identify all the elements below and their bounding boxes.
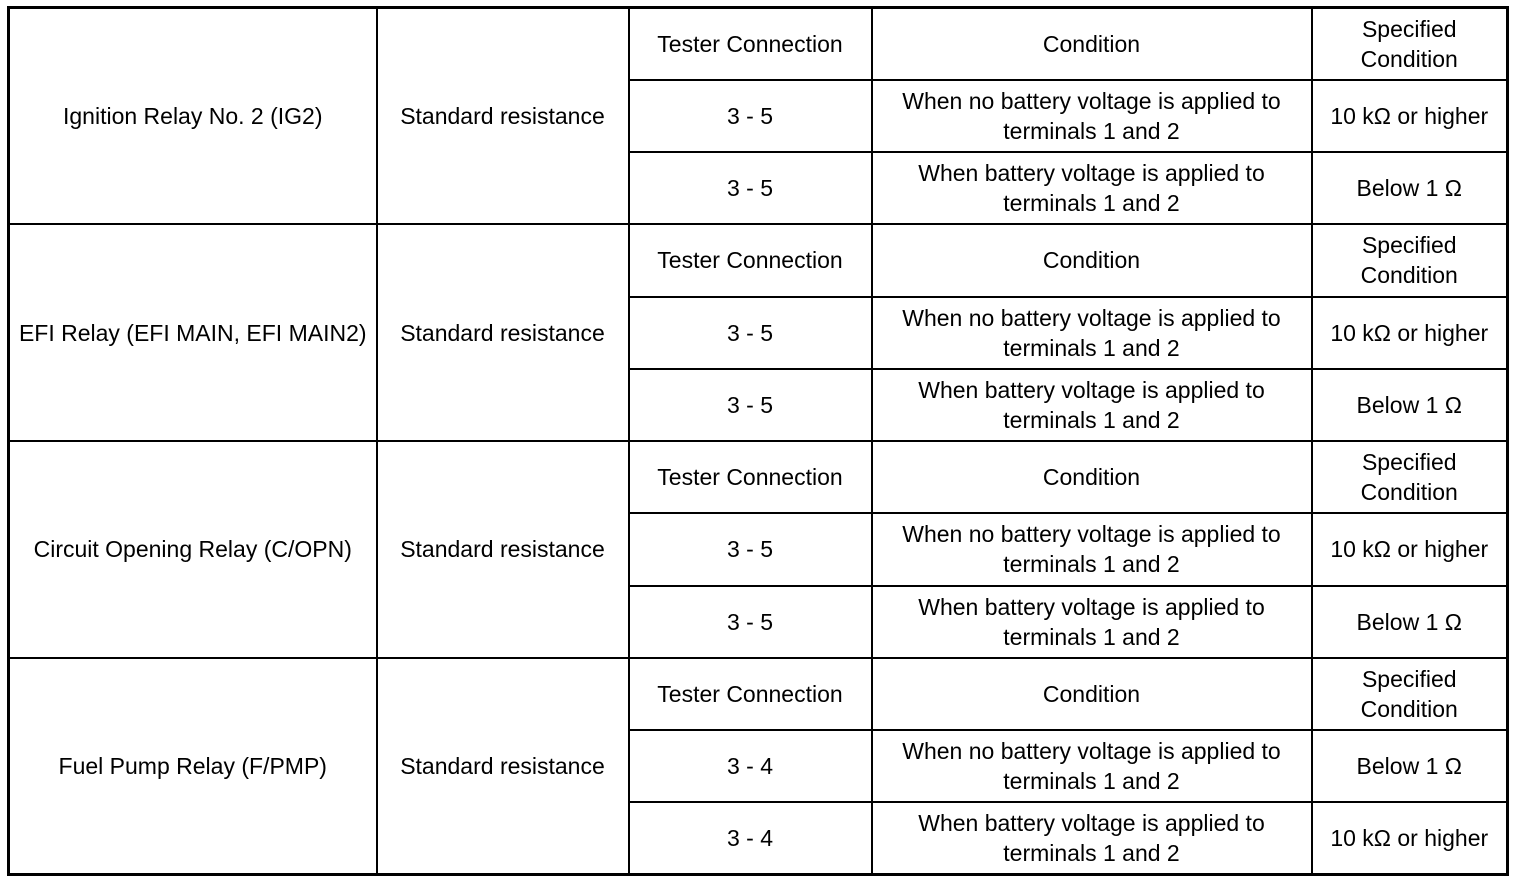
specified-condition-cell: 10 kΩ or higher: [1310, 78, 1509, 154]
header-condition: Condition: [870, 223, 1313, 298]
table-row: 3 - 5 When battery voltage is applied to…: [9, 150, 1509, 226]
condition-cell: When battery voltage is applied to termi…: [870, 367, 1313, 443]
tester-connection-cell: 3 - 4: [627, 728, 873, 804]
header-tester-connection: Tester Connection: [627, 439, 873, 515]
header-specified-condition: Specified Condition: [1310, 6, 1509, 81]
table-row: 3 - 5 When no battery voltage is applied…: [9, 78, 1509, 154]
table-row: 3 - 5 When battery voltage is applied to…: [9, 584, 1509, 659]
tester-connection-cell: 3 - 5: [627, 512, 873, 587]
table-row: 3 - 4 When no battery voltage is applied…: [9, 728, 1509, 804]
header-specified-condition: Specified Condition: [1310, 439, 1509, 515]
table-row: 3 - 5 When battery voltage is applied to…: [9, 367, 1509, 443]
specified-condition-cell: 10 kΩ or higher: [1310, 801, 1509, 876]
specified-condition-cell: Below 1 Ω: [1310, 584, 1509, 659]
tester-connection-cell: 3 - 5: [627, 150, 873, 226]
relay-name-cell: Circuit Opening Relay (C/OPN): [7, 440, 378, 659]
table-row: 3 - 5 When no battery voltage is applied…: [9, 295, 1509, 370]
header-specified-condition: Specified Condition: [1310, 223, 1509, 298]
test-type-cell: Standard resistance: [375, 6, 630, 226]
tester-connection-cell: 3 - 4: [627, 801, 873, 876]
relay-name-cell: Fuel Pump Relay (F/PMP): [7, 656, 378, 876]
condition-cell: When no battery voltage is applied to te…: [870, 295, 1313, 370]
header-tester-connection: Tester Connection: [627, 223, 873, 298]
relay-name-cell: Ignition Relay No. 2 (IG2): [7, 6, 378, 226]
header-tester-connection: Tester Connection: [627, 656, 873, 732]
relay-name-cell: EFI Relay (EFI MAIN, EFI MAIN2): [7, 223, 378, 442]
condition-cell: When no battery voltage is applied to te…: [870, 512, 1313, 587]
specified-condition-cell: Below 1 Ω: [1310, 367, 1509, 443]
test-type-cell: Standard resistance: [375, 440, 630, 659]
tester-connection-cell: 3 - 5: [627, 584, 873, 659]
header-tester-connection: Tester Connection: [627, 6, 873, 81]
condition-cell: When battery voltage is applied to termi…: [870, 150, 1313, 226]
header-condition: Condition: [870, 656, 1313, 732]
condition-cell: When no battery voltage is applied to te…: [870, 78, 1313, 154]
group-header-row: Fuel Pump Relay (F/PMP) Standard resista…: [7, 656, 1509, 876]
tester-connection-cell: 3 - 5: [627, 78, 873, 154]
group-header-row: EFI Relay (EFI MAIN, EFI MAIN2) Standard…: [7, 223, 1509, 442]
specified-condition-cell: 10 kΩ or higher: [1310, 512, 1509, 587]
condition-cell: When no battery voltage is applied to te…: [870, 728, 1313, 804]
tester-connection-cell: 3 - 5: [627, 367, 873, 443]
test-type-cell: Standard resistance: [375, 656, 630, 876]
specified-condition-cell: Below 1 Ω: [1310, 728, 1509, 804]
specified-condition-cell: Below 1 Ω: [1310, 150, 1509, 226]
test-type-cell: Standard resistance: [375, 223, 630, 442]
relay-resistance-table: Ignition Relay No. 2 (IG2) Standard resi…: [7, 6, 1509, 876]
header-specified-condition: Specified Condition: [1310, 656, 1509, 732]
table-row: 3 - 4 When battery voltage is applied to…: [9, 801, 1509, 876]
table-row: 3 - 5 When no battery voltage is applied…: [9, 512, 1509, 587]
condition-cell: When battery voltage is applied to termi…: [870, 801, 1313, 876]
tester-connection-cell: 3 - 5: [627, 295, 873, 370]
specified-condition-cell: 10 kΩ or higher: [1310, 295, 1509, 370]
header-condition: Condition: [870, 6, 1313, 81]
condition-cell: When battery voltage is applied to termi…: [870, 584, 1313, 659]
header-condition: Condition: [870, 439, 1313, 515]
group-header-row: Ignition Relay No. 2 (IG2) Standard resi…: [7, 6, 1509, 226]
group-header-row: Circuit Opening Relay (C/OPN) Standard r…: [7, 439, 1509, 659]
